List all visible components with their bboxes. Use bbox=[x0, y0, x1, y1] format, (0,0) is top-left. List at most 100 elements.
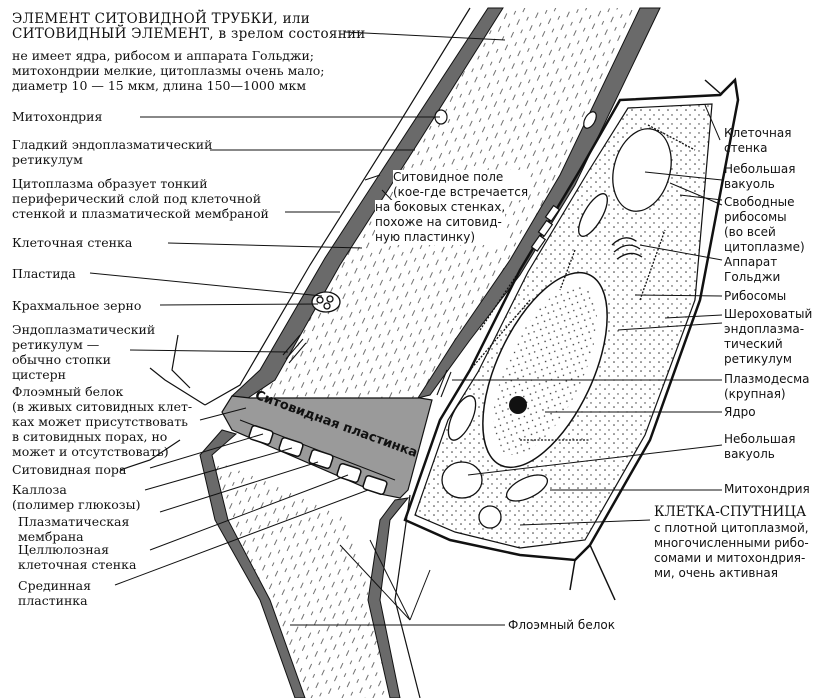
label-line: (полимер глюкозы) bbox=[12, 497, 141, 512]
lower-left-wall bbox=[199, 429, 306, 698]
plastid bbox=[311, 291, 341, 313]
label-plastid: Пластида bbox=[12, 266, 76, 281]
label-cell-wall-right: Клеточная стенка bbox=[724, 126, 791, 156]
label-smooth-er: Гладкий эндоплазматический ретикулум bbox=[12, 137, 212, 167]
label-line: пластинка bbox=[18, 593, 88, 608]
label-line: митохондрии мелкие, цитоплазмы очень мал… bbox=[12, 63, 325, 78]
lower-sieve-tube-lumen bbox=[200, 455, 390, 698]
label-line: Цитоплазма образует тонкий bbox=[12, 176, 208, 191]
label-line: цитоплазме) bbox=[724, 240, 805, 254]
label-line: похоже на ситовид- bbox=[375, 215, 502, 229]
label-line: ретикулум bbox=[12, 152, 83, 167]
label-line: ми, очень активная bbox=[654, 566, 778, 580]
label-line: тический bbox=[724, 337, 783, 351]
label-line: сомами и митохондрия- bbox=[654, 551, 806, 565]
companion-cell-wall bbox=[403, 77, 740, 562]
label-line: Шероховатый bbox=[724, 307, 813, 321]
sieve-field bbox=[530, 204, 561, 252]
label-golgi: Аппарат Гольджи bbox=[724, 255, 780, 285]
label-line: мембрана bbox=[18, 529, 84, 544]
label-line: (крупная) bbox=[724, 387, 786, 401]
label-line: Гольджи bbox=[724, 270, 781, 284]
nucleolus bbox=[509, 396, 527, 414]
label-mitochondrion-left: Митохондрия bbox=[12, 109, 103, 124]
label-line: стенкой и плазматической мембраной bbox=[12, 206, 269, 221]
label-line: СИТОВИДНЫЙ ЭЛЕМЕНТ, в зрелом состоянии bbox=[12, 26, 366, 42]
label-sieve-field-desc: на боковых стенках, похоже на ситовид- н… bbox=[375, 200, 506, 245]
label-line: периферический слой под клеточной bbox=[12, 191, 262, 206]
label-small-vacuole-bottom: Небольшая вакуоль bbox=[724, 432, 795, 462]
label-plasmodesma: Плазмодесма (крупная) bbox=[724, 372, 810, 402]
label-line: диаметр 10 — 15 мкм, длина 150—1000 мкм bbox=[12, 78, 307, 93]
label-line: Плазмодесма bbox=[724, 372, 810, 386]
label-line: обычно стопки bbox=[12, 352, 112, 367]
label-line: Ситовидное поле bbox=[393, 170, 504, 184]
label-line: может и отсутствовать) bbox=[12, 444, 169, 459]
label-line: Клеточная bbox=[724, 126, 792, 140]
label-line: вакуоль bbox=[724, 447, 775, 461]
label-line: эндоплазма- bbox=[724, 322, 805, 336]
label-line: цистерн bbox=[12, 367, 67, 382]
label-phloem-protein-left: Флоэмный белок (в живых ситовидных клет-… bbox=[12, 384, 192, 459]
label-callose: Каллоза (полимер глюкозы) bbox=[12, 482, 140, 512]
label-line: ретикулум bbox=[724, 352, 792, 366]
label-er-stacks: Эндоплазматический ретикулум — обычно ст… bbox=[12, 322, 155, 382]
label-line: рибосомы bbox=[724, 210, 787, 224]
label-line: с плотной цитоплазмой, bbox=[654, 521, 809, 535]
label-line: на боковых стенках, bbox=[375, 200, 506, 214]
label-free-ribosomes: Свободные рибосомы (во всей цитоплазме) bbox=[724, 195, 805, 255]
label-line: Срединная bbox=[18, 578, 91, 593]
label-line: не имеет ядра, рибосом и аппарата Гольдж… bbox=[12, 48, 314, 63]
label-phloem-protein-bottom: Флоэмный белок bbox=[508, 618, 615, 632]
golgi bbox=[611, 237, 643, 260]
label-mitochondrion-right: Митохондрия bbox=[724, 482, 810, 496]
lower-right-wall bbox=[367, 497, 410, 698]
label-small-vacuole-top: Небольшая вакуоль bbox=[724, 162, 795, 192]
sieve-plate bbox=[221, 395, 433, 499]
rough-er bbox=[469, 124, 696, 441]
label-line: Флоэмный белок bbox=[12, 384, 124, 399]
label-line: Аппарат bbox=[724, 255, 778, 269]
label-line: (кое-где встречается bbox=[393, 185, 529, 199]
label-line: ЭЛЕМЕНТ СИТОВИДНОЙ ТРУБКИ, или bbox=[12, 11, 311, 27]
label-line: Эндоплазматический bbox=[12, 322, 156, 337]
label-sieve-element: ЭЛЕМЕНТ СИТОВИДНОЙ ТРУБКИ, или СИТОВИДНЫ… bbox=[12, 12, 366, 42]
label-line: многочисленными рибо- bbox=[654, 536, 809, 550]
label-line: вакуоль bbox=[724, 177, 775, 191]
label-line: Свободные bbox=[724, 195, 795, 209]
companion-mitochondria bbox=[447, 193, 608, 529]
label-sieve-element-desc: не имеет ядра, рибосом и аппарата Гольдж… bbox=[12, 48, 324, 93]
label-cellulose-wall: Целлюлозная клеточная стенка bbox=[18, 542, 136, 572]
sieve-mitochondria bbox=[434, 109, 597, 129]
label-starch-grain: Крахмальное зерно bbox=[12, 298, 142, 313]
vacuole-bottom bbox=[441, 461, 483, 499]
label-ribosomes: Рибосомы bbox=[724, 289, 787, 303]
vacuole-top bbox=[612, 128, 672, 212]
label-line: Небольшая bbox=[724, 432, 796, 446]
label-plasma-membrane: Плазматическая мембрана bbox=[18, 514, 129, 544]
right-cell-wall bbox=[416, 7, 661, 399]
label-companion-cell-desc: с плотной цитоплазмой, многочисленными р… bbox=[654, 521, 809, 581]
label-sieve-field: Ситовидное поле (кое-где встречается bbox=[393, 170, 529, 200]
label-middle-lamella: Срединная пластинка bbox=[18, 578, 91, 608]
label-line: (в живых ситовидных клет- bbox=[12, 399, 193, 414]
label-line: Целлюлозная bbox=[18, 542, 110, 557]
label-cell-wall-left: Клеточная стенка bbox=[12, 235, 133, 250]
label-line: (во всей bbox=[724, 225, 776, 239]
label-companion-cell-title: КЛЕТКА-СПУТНИЦА bbox=[654, 504, 807, 520]
label-nucleus: Ядро bbox=[724, 405, 756, 419]
label-line: Плазматическая bbox=[18, 514, 130, 529]
label-line: ретикулум — bbox=[12, 337, 100, 352]
label-line: клеточная стенка bbox=[18, 557, 137, 572]
label-line: ках может присутствовать bbox=[12, 414, 188, 429]
label-sieve-pore: Ситовидная пора bbox=[12, 462, 127, 477]
label-line: Гладкий эндоплазматический bbox=[12, 137, 213, 152]
label-line: Небольшая bbox=[724, 162, 796, 176]
label-line: Каллоза bbox=[12, 482, 67, 497]
sieve-pores bbox=[248, 424, 388, 496]
label-cytoplasm-layer: Цитоплазма образует тонкий периферически… bbox=[12, 176, 269, 221]
label-line: в ситовидных порах, но bbox=[12, 429, 168, 444]
leader-lines bbox=[89, 31, 723, 626]
